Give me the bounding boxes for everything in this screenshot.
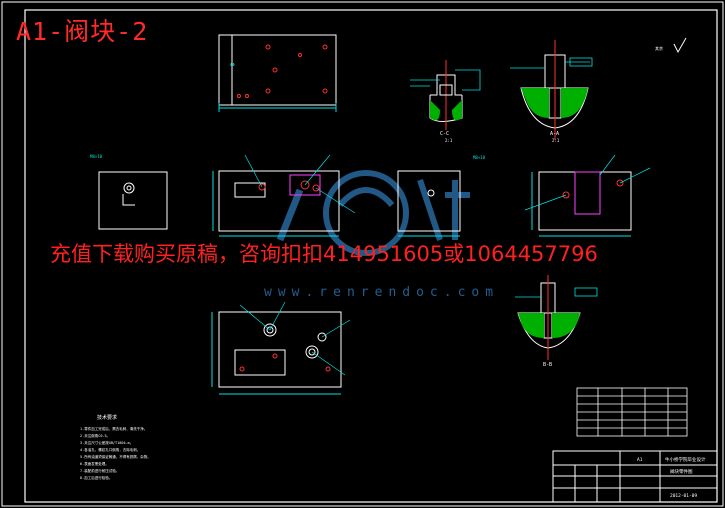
technical-requirements: 1.零件加工完成后，需去毛刺、清洗干净。 2.未注倒角C0.5。 3.未注尺寸公… bbox=[80, 426, 151, 480]
svg-text:ΦΦ: ΦΦ bbox=[230, 62, 235, 67]
svg-text:A-A: A-A bbox=[550, 131, 559, 137]
top-view-plate bbox=[218, 34, 337, 112]
end-view-block bbox=[531, 171, 632, 237]
watermark-url: www.renrendoc.com bbox=[264, 285, 500, 300]
right-view-block bbox=[397, 170, 461, 237]
title-block-part-name: 阀块零件图 bbox=[670, 468, 693, 475]
tech-req-title: 技术要求 bbox=[97, 414, 117, 421]
front-view-block bbox=[212, 170, 340, 237]
svg-text:M8×10: M8×10 bbox=[90, 154, 103, 159]
roughness-symbol-icon bbox=[673, 37, 687, 54]
svg-text:C-C: C-C bbox=[440, 131, 449, 137]
hole-table bbox=[576, 387, 688, 437]
bottom-view-block bbox=[211, 311, 342, 395]
watermark-logo-icon bbox=[276, 170, 470, 256]
title-block-date: 2012-01-09 bbox=[670, 493, 697, 499]
svg-text:1.零件加工完成后，需去毛刺、清洗干净。: 1.零件加工完成后，需去毛刺、清洗干净。 bbox=[80, 426, 147, 431]
svg-text:B-B: B-B bbox=[543, 362, 552, 368]
svg-text:3.未注尺寸公差按GB/T1804-m。: 3.未注尺寸公差按GB/T1804-m。 bbox=[80, 440, 133, 445]
svg-text:M8×10: M8×10 bbox=[473, 155, 486, 160]
svg-text:2:1: 2:1 bbox=[445, 138, 453, 143]
svg-text:8.加工后进行检验。: 8.加工后进行检验。 bbox=[80, 475, 112, 480]
svg-text:其余: 其余 bbox=[655, 45, 663, 51]
svg-text:2:1: 2:1 bbox=[552, 138, 560, 143]
inner-frame bbox=[24, 9, 718, 503]
svg-text:2.未注倒角C0.5。: 2.未注倒角C0.5。 bbox=[80, 433, 110, 438]
side-view-small bbox=[98, 171, 168, 230]
title-block-school: 牛小桥学院毕业设计 bbox=[665, 456, 706, 463]
drawing-title: A1-阀块-2 bbox=[16, 17, 149, 46]
title-block-drawing-no: A1 bbox=[637, 457, 643, 463]
svg-text:5.所有油道须保证畅通，不得有铁屑、杂物。: 5.所有油道须保证畅通，不得有铁屑、杂物。 bbox=[80, 454, 151, 459]
svg-text:4.各油孔、螺纹孔口倒角，去除毛刺。: 4.各油孔、螺纹孔口倒角，去除毛刺。 bbox=[80, 447, 140, 452]
svg-text:6.表面发黑处理。: 6.表面发黑处理。 bbox=[80, 461, 109, 466]
svg-text:7.装配前进行耐压试验。: 7.装配前进行耐压试验。 bbox=[80, 468, 119, 473]
purchase-banner[interactable]: 充值下载购买原稿，咨询扣扣414951605或1064457796 bbox=[50, 242, 598, 266]
title-block bbox=[552, 450, 718, 503]
